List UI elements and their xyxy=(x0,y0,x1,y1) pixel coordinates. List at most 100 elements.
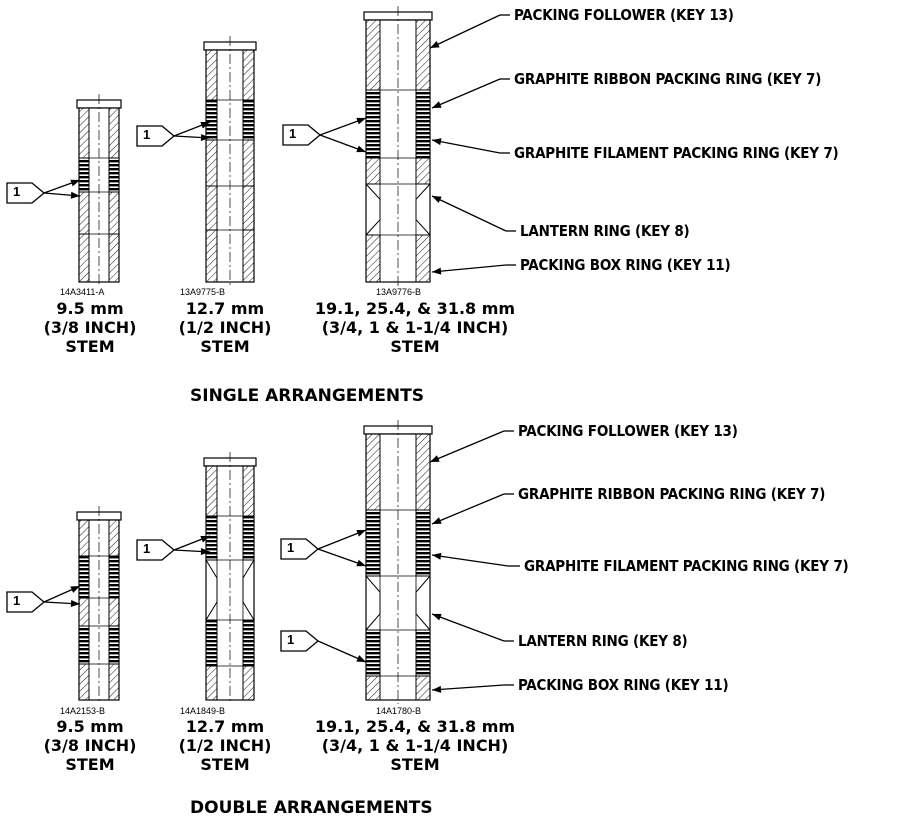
caption-inch: (3/4, 1 & 1-1/4 INCH) xyxy=(321,318,509,337)
caption-size: 19.1, 25.4, & 31.8 mm xyxy=(314,717,516,736)
leader-arrowhead xyxy=(432,613,442,621)
hatched-section xyxy=(415,234,431,283)
hatched-section xyxy=(108,597,120,627)
note-flag-text: 1 xyxy=(13,184,21,199)
note-flag-shape xyxy=(6,182,46,204)
hatched-section xyxy=(415,19,431,91)
leader-arrowhead xyxy=(356,655,366,662)
hatched-section xyxy=(78,519,90,557)
caption-single-1-2: 12.7 mm (1/2 INCH) STEM xyxy=(165,299,285,356)
leader-arrowhead xyxy=(70,600,80,607)
caption-size: 19.1, 25.4, & 31.8 mm xyxy=(314,299,516,318)
leader-arrowhead xyxy=(432,101,442,108)
packing-ring-stack xyxy=(205,619,218,667)
caption-size: 12.7 mm xyxy=(185,717,265,736)
hatched-section xyxy=(242,139,255,187)
hatched-section xyxy=(78,233,90,283)
drawing-code-double-3: 14A1780-B xyxy=(376,706,422,716)
note-flag-text: 1 xyxy=(143,127,151,142)
note-flag-text: 1 xyxy=(143,541,151,556)
hatched-section xyxy=(415,433,431,511)
note-flag-1: 1 xyxy=(282,124,322,146)
caption-inch: (3/8 INCH) xyxy=(43,736,137,755)
packing-ring-stack xyxy=(415,509,431,577)
leader-single-ribbon-ring xyxy=(431,78,501,109)
hatched-section xyxy=(108,519,120,557)
leader-arrowhead xyxy=(432,517,442,524)
caption-double-3-8: 9.5 mm (3/8 INCH) STEM xyxy=(35,717,145,774)
packing-ring-stack xyxy=(78,157,90,193)
title-double-arrangements: DOUBLE ARRANGEMENTS xyxy=(190,798,433,818)
leader-arrowhead xyxy=(356,117,366,125)
caption-size: 9.5 mm xyxy=(56,299,124,318)
leader-arrowhead xyxy=(200,122,210,129)
packing-ring-stack xyxy=(108,555,120,599)
hatched-section xyxy=(242,465,255,517)
hatched-section xyxy=(78,597,90,627)
note-flag-shape xyxy=(6,591,46,613)
leader-arrowhead xyxy=(432,267,442,275)
note-flag-text: 1 xyxy=(287,632,295,647)
leader-arrowhead xyxy=(200,536,210,543)
note-flag-1: 1 xyxy=(280,538,320,560)
leader-arrowhead xyxy=(432,138,442,146)
hatched-section xyxy=(108,191,120,235)
caption-inch: (3/4, 1 & 1-1/4 INCH) xyxy=(321,736,509,755)
callout-single-packing-box-ring: PACKING BOX RING (KEY 11) xyxy=(520,256,731,274)
note-flag-text: 1 xyxy=(287,540,295,555)
single-assembly-large xyxy=(363,6,433,286)
note-flag-shape xyxy=(136,539,176,561)
hatched-section xyxy=(78,191,90,235)
leader-arrowhead xyxy=(200,548,210,555)
note-flag-text: 1 xyxy=(13,593,21,608)
packing-ring-stack xyxy=(365,509,381,577)
hatched-section xyxy=(365,433,381,511)
callout-single-filament-ring: GRAPHITE FILAMENT PACKING RING (KEY 7) xyxy=(514,144,839,162)
packing-ring-stack xyxy=(108,625,120,665)
hatched-section xyxy=(108,663,120,701)
single-assembly-3-8 xyxy=(76,94,122,286)
hatched-section xyxy=(205,49,218,101)
hatched-section xyxy=(242,665,255,701)
hatched-section xyxy=(242,229,255,283)
leader-arrowhead xyxy=(430,40,440,48)
hatched-section xyxy=(205,665,218,701)
caption-single-large: 19.1, 25.4, & 31.8 mm (3/4, 1 & 1-1/4 IN… xyxy=(300,299,530,356)
leader-arrowhead xyxy=(432,685,442,693)
note-flag-text: 1 xyxy=(289,126,297,141)
callout-double-filament-ring: GRAPHITE FILAMENT PACKING RING (KEY 7) xyxy=(524,557,849,575)
caption-stem: STEM xyxy=(200,337,250,356)
leader-double-lantern-ring xyxy=(431,613,505,642)
drawing-code-single-2: 13A9775-B xyxy=(180,287,226,297)
leader-arrowhead xyxy=(70,191,80,199)
caption-stem: STEM xyxy=(65,755,115,774)
caption-stem: STEM xyxy=(200,755,250,774)
note-flag-1: 1 xyxy=(6,182,46,204)
hatched-section xyxy=(415,157,431,185)
leader-arrowhead xyxy=(432,196,442,204)
drawing-code-double-2: 14A1849-B xyxy=(180,706,226,716)
packing-ring-stack xyxy=(78,555,90,599)
note-flag-shape xyxy=(282,124,322,146)
callout-double-lantern-ring: LANTERN RING (KEY 8) xyxy=(518,632,688,650)
packing-ring-stack xyxy=(242,99,255,141)
hatched-section xyxy=(242,49,255,101)
leader-arrowhead xyxy=(430,455,440,462)
packing-ring-stack xyxy=(415,89,431,159)
note-flag-shape xyxy=(136,125,176,147)
callout-double-packing-box-ring: PACKING BOX RING (KEY 11) xyxy=(518,676,729,694)
leader-single-packing-follower xyxy=(429,14,501,49)
hatched-section xyxy=(415,675,431,701)
callout-single-lantern-ring: LANTERN RING (KEY 8) xyxy=(520,222,690,240)
leader-arrowhead xyxy=(356,530,366,537)
hatched-section xyxy=(365,675,381,701)
packing-ring-stack xyxy=(415,629,431,677)
hatched-section xyxy=(108,233,120,283)
hatched-section xyxy=(205,229,218,283)
hatched-section xyxy=(78,663,90,701)
double-assembly-large xyxy=(363,420,433,704)
callout-double-packing-follower: PACKING FOLLOWER (KEY 13) xyxy=(518,422,738,440)
hatched-section xyxy=(78,107,90,159)
leader-arrowhead xyxy=(356,559,366,567)
